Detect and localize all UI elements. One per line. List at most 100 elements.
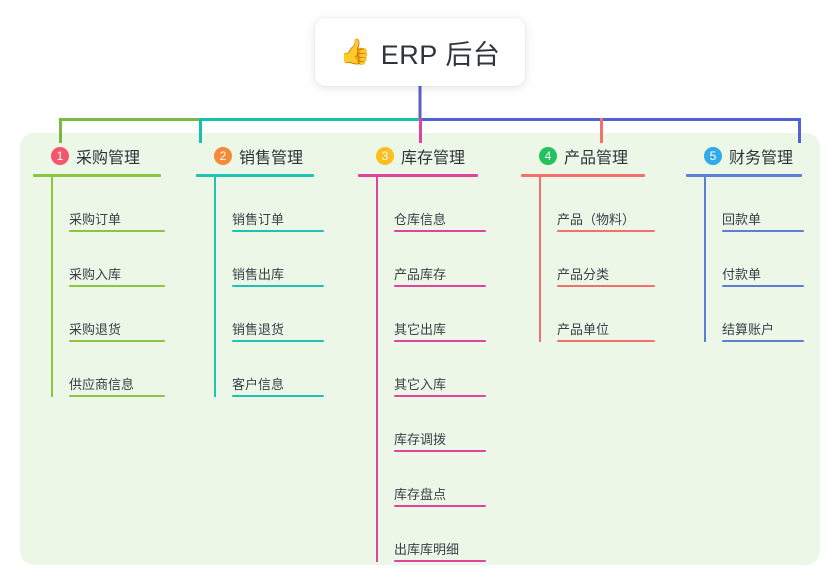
branch-item[interactable]: 销售退货 (214, 287, 324, 342)
branch-item-rule (557, 340, 655, 342)
branch-item-label: 产品（物料） (557, 212, 636, 227)
branch-item-rule (69, 395, 165, 397)
branch-title: 财务管理 (729, 150, 794, 167)
branch-item[interactable]: 回款单 (704, 177, 804, 232)
branch-item[interactable]: 仓库信息 (376, 177, 486, 232)
branch-item-rule (722, 230, 804, 232)
branch-item-rule (557, 285, 655, 287)
branch-item-rule (69, 340, 165, 342)
branch-spine (51, 177, 53, 397)
branch-item-rule (232, 340, 324, 342)
branch-item-list: 采购订单采购入库采购退货供应商信息 (33, 177, 165, 397)
branch-item-label: 结算账户 (722, 322, 775, 337)
branch-header-rule (686, 174, 802, 177)
branch-item-rule (394, 505, 486, 507)
branch-item-label: 采购退货 (69, 322, 122, 337)
branch-column-5: 5 财务管理回款单付款单结算账户 (686, 143, 804, 342)
branch-item-rule (69, 285, 165, 287)
branch-item-rule (394, 340, 486, 342)
branch-item-label: 供应商信息 (69, 377, 135, 392)
branch-column-1: 1 采购管理采购订单采购入库采购退货供应商信息 (33, 143, 165, 397)
branch-header-rule (196, 174, 314, 177)
branch-header-3[interactable]: 3 库存管理 (358, 143, 478, 169)
branch-header-rule (33, 174, 161, 177)
branch-item[interactable]: 产品库存 (376, 232, 486, 287)
branch-header-rule (521, 174, 645, 177)
branch-item-rule (232, 395, 324, 397)
branch-item-label: 客户信息 (232, 377, 285, 392)
branch-item[interactable]: 客户信息 (214, 342, 324, 397)
thumbs-up-icon: 👍 (339, 37, 371, 66)
branch-item[interactable]: 其它入库 (376, 342, 486, 397)
branch-item[interactable]: 采购入库 (51, 232, 165, 287)
branch-header-5[interactable]: 5 财务管理 (686, 143, 802, 169)
branch-item[interactable]: 采购订单 (51, 177, 165, 232)
branch-item-list: 产品（物料） 产品分类产品单位 (521, 177, 655, 342)
branch-number-badge: 5 (704, 147, 722, 165)
branch-item[interactable]: 采购退货 (51, 287, 165, 342)
branch-spine (376, 177, 378, 562)
branch-item-label: 产品库存 (394, 267, 447, 282)
branch-title: 销售管理 (239, 150, 304, 167)
branch-item-label: 出库库明细 (394, 542, 460, 557)
root-title: ERP 后台 (380, 39, 501, 70)
branch-item[interactable]: 库存调拨 (376, 397, 486, 452)
branch-number-badge: 1 (51, 147, 69, 165)
branch-item-label: 产品单位 (557, 322, 610, 337)
branch-item-list: 回款单付款单结算账户 (686, 177, 804, 342)
branch-item[interactable]: 供应商信息 (51, 342, 165, 397)
branch-item-label: 销售订单 (232, 212, 285, 227)
branch-spine (214, 177, 216, 397)
branch-item-label: 付款单 (722, 267, 762, 282)
branch-item-label: 库存调拨 (394, 432, 447, 447)
branch-item[interactable]: 库存盘点 (376, 452, 486, 507)
branch-item-label: 采购订单 (69, 212, 122, 227)
branch-title: 库存管理 (401, 150, 466, 167)
branch-item-label: 销售退货 (232, 322, 285, 337)
branch-item-rule (394, 560, 486, 562)
branch-item-rule (394, 230, 486, 232)
branch-item-label: 采购入库 (69, 267, 122, 282)
branches-panel (20, 133, 820, 565)
branch-column-3: 3 库存管理仓库信息产品库存其它出库其它入库库存调拨库存盘点出库库明细 (358, 143, 486, 562)
branch-item-rule (69, 230, 165, 232)
branch-item[interactable]: 结算账户 (704, 287, 804, 342)
branch-item[interactable]: 其它出库 (376, 287, 486, 342)
branch-item[interactable]: 产品（物料） (539, 177, 655, 232)
branch-spine (704, 177, 706, 342)
branch-item[interactable]: 销售出库 (214, 232, 324, 287)
branch-item-rule (232, 285, 324, 287)
branch-item-rule (722, 285, 804, 287)
branch-item[interactable]: 付款单 (704, 232, 804, 287)
branch-header-rule (358, 174, 478, 177)
branch-item-rule (232, 230, 324, 232)
branch-item-label: 其它入库 (394, 377, 447, 392)
branch-number-badge: 3 (376, 147, 394, 165)
branch-item-list: 仓库信息产品库存其它出库其它入库库存调拨库存盘点出库库明细 (358, 177, 486, 562)
branch-header-2[interactable]: 2 销售管理 (196, 143, 314, 169)
branch-title: 采购管理 (76, 150, 141, 167)
branch-item-label: 仓库信息 (394, 212, 447, 227)
branch-item-rule (394, 285, 486, 287)
branch-item-rule (394, 395, 486, 397)
root-node[interactable]: 👍 ERP 后台 (315, 18, 525, 86)
branch-item-label: 回款单 (722, 212, 762, 227)
branch-item[interactable]: 产品分类 (539, 232, 655, 287)
branch-item-label: 产品分类 (557, 267, 610, 282)
branch-item-label: 销售出库 (232, 267, 285, 282)
branch-item-rule (394, 450, 486, 452)
branch-column-2: 2 销售管理销售订单销售出库销售退货客户信息 (196, 143, 324, 397)
branch-item-label: 库存盘点 (394, 487, 447, 502)
branch-number-badge: 4 (539, 147, 557, 165)
branch-item[interactable]: 产品单位 (539, 287, 655, 342)
branch-number-badge: 2 (214, 147, 232, 165)
branch-header-1[interactable]: 1 采购管理 (33, 143, 161, 169)
branch-item-list: 销售订单销售出库销售退货客户信息 (196, 177, 324, 397)
branch-item[interactable]: 销售订单 (214, 177, 324, 232)
branch-item[interactable]: 出库库明细 (376, 507, 486, 562)
branch-item-rule (557, 230, 655, 232)
branch-item-rule (722, 340, 804, 342)
